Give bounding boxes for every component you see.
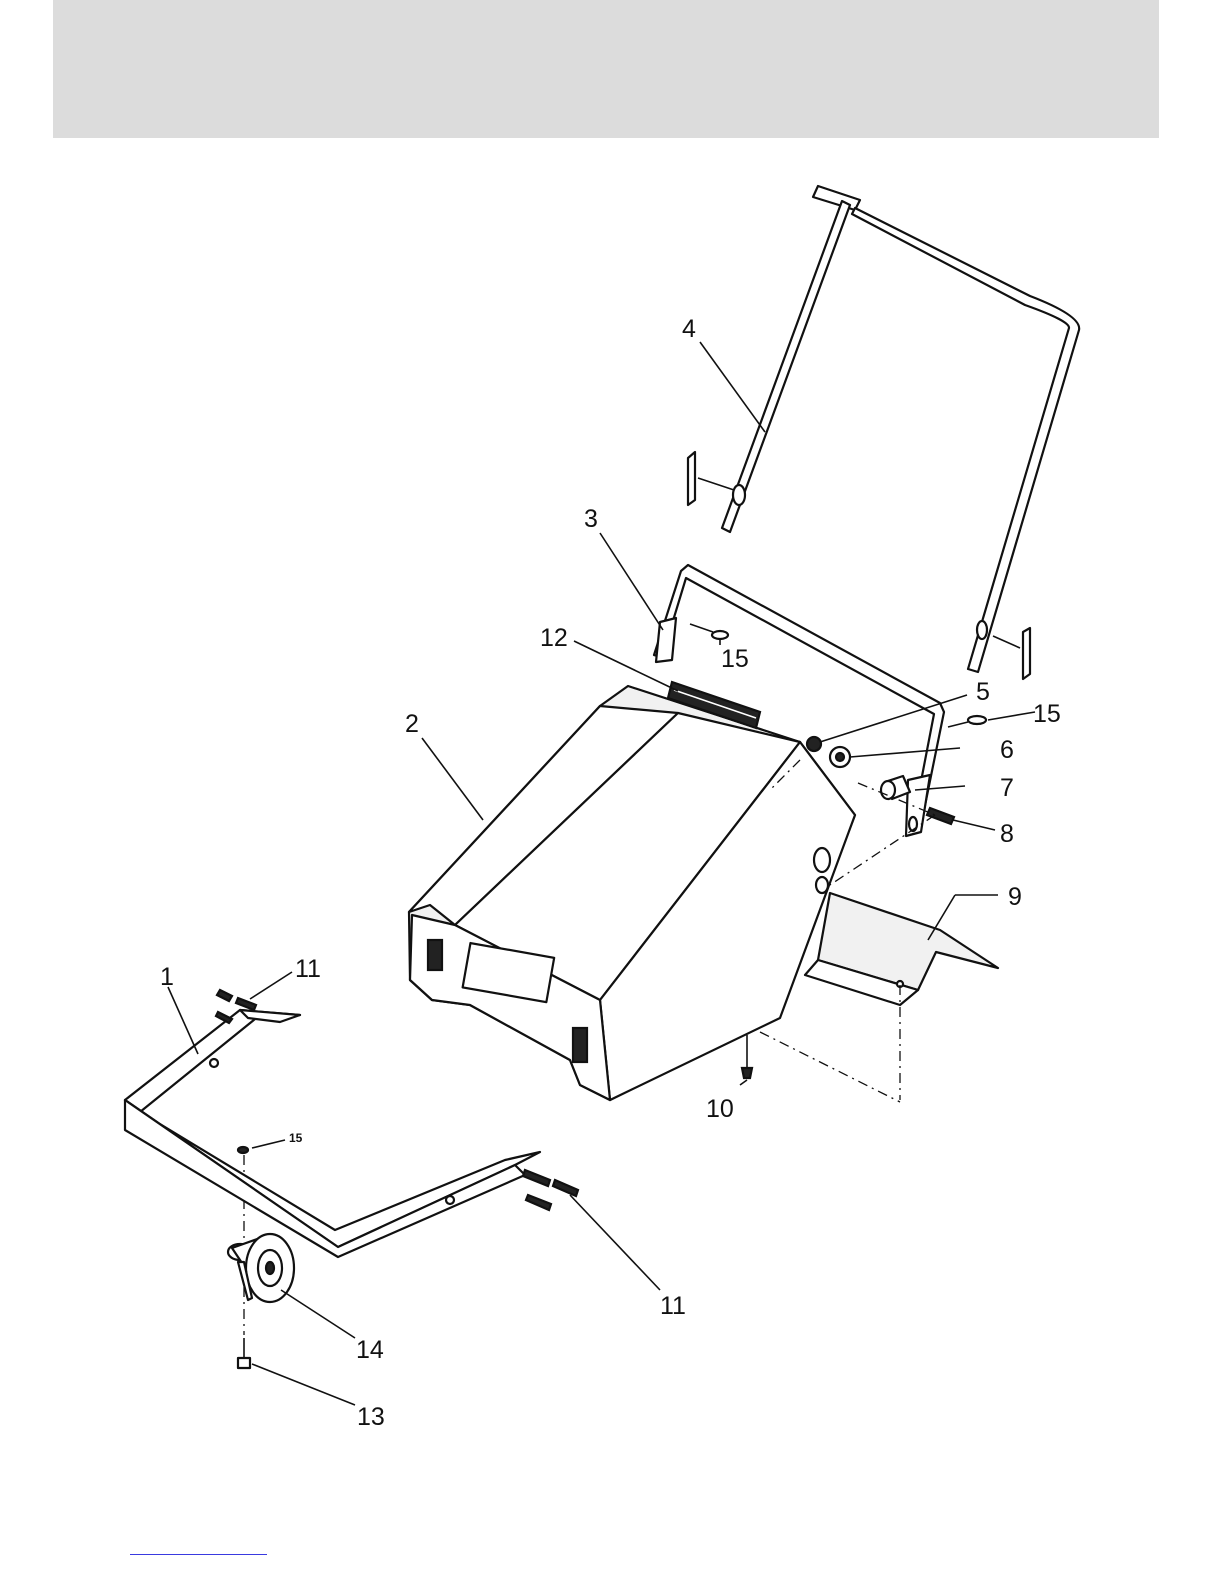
- callout-9: 9: [1008, 883, 1022, 911]
- callout-12: 12: [540, 624, 568, 652]
- callout-2: 2: [405, 710, 419, 738]
- callout-11-bottom: 11: [660, 1292, 686, 1320]
- callout-15-frame: 15: [289, 1131, 303, 1145]
- callout-1: 1: [160, 963, 174, 991]
- callout-8: 8: [1000, 820, 1014, 848]
- callout-6: 6: [1000, 736, 1014, 764]
- callout-4: 4: [682, 315, 696, 343]
- grass-box-part: [409, 686, 855, 1100]
- callout-10: 10: [706, 1095, 734, 1123]
- link-underline: [130, 1554, 267, 1555]
- callout-14: 14: [356, 1336, 384, 1364]
- callout-15-top: 15: [721, 645, 749, 673]
- screw-10-part: [742, 1035, 752, 1078]
- callout-11-top: 11: [295, 955, 321, 983]
- callout-5: 5: [976, 678, 990, 706]
- callout-3: 3: [584, 505, 598, 533]
- callout-7: 7: [1000, 774, 1014, 802]
- front-frame-part: [125, 990, 578, 1257]
- callout-15-right: 15: [1033, 700, 1061, 728]
- deflector-part: [805, 893, 998, 1005]
- callout-13: 13: [357, 1403, 385, 1431]
- bolt-13-part: [238, 1338, 250, 1368]
